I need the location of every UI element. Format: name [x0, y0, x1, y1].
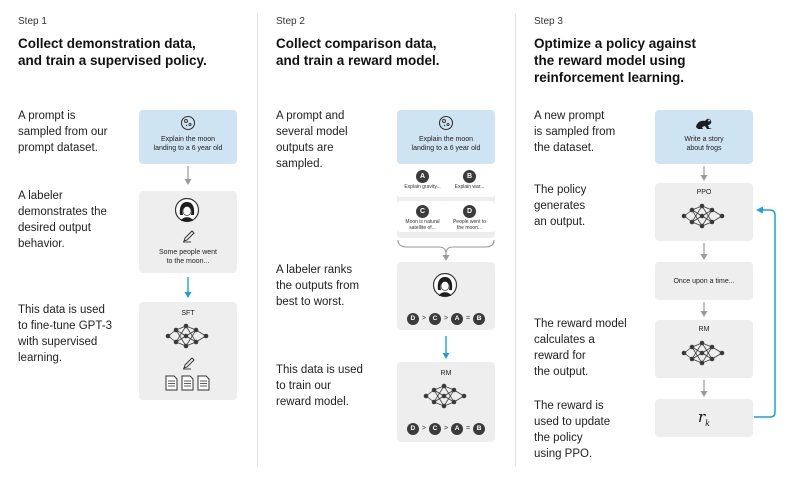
pencil-icon — [182, 230, 195, 243]
output-badge: B — [463, 170, 476, 183]
policy-update-loop-arrow — [754, 206, 776, 418]
step-1-column: Step 1 Collect demonstration data, and t… — [0, 0, 257, 479]
model-label: SFT — [181, 310, 195, 317]
model-label: RM — [440, 370, 452, 377]
reward-value: rk — [697, 408, 711, 428]
neural-network-icon — [423, 383, 467, 409]
ppo-policy-card: PPO — [655, 183, 753, 241]
flow-arrow — [184, 277, 192, 298]
step-label: Step 1 — [18, 16, 47, 27]
output-badge: D — [463, 205, 476, 218]
output-card-a: A Explain gravity... — [397, 166, 448, 197]
step-2-column: Step 2 Collect comparison data, and trai… — [258, 0, 515, 479]
flow-arrow — [700, 166, 708, 181]
policy-output-card: Once upon a time... — [655, 262, 753, 300]
ranking-card: D> C> A= B — [397, 262, 495, 330]
neural-network-icon — [681, 203, 725, 229]
document-icon — [165, 375, 178, 391]
output-badge: C — [416, 205, 429, 218]
step-title: Collect demonstration data, and train a … — [18, 36, 207, 68]
flow-arrow — [700, 380, 708, 397]
output-card-b: B Explain war... — [444, 166, 495, 197]
column-divider — [257, 14, 258, 466]
reward-card: rk — [655, 399, 753, 437]
moon-icon — [180, 115, 196, 131]
model-label: RM — [698, 326, 710, 333]
step-title: Optimize a policy against the reward mod… — [534, 36, 697, 85]
moon-icon — [438, 115, 454, 131]
pencil-icon — [182, 357, 195, 370]
neural-network-icon — [681, 340, 725, 366]
labeler-avatar-icon — [175, 198, 200, 223]
neural-network-icon — [165, 323, 209, 349]
reward-model-card: RM D> C> A= B — [397, 362, 495, 442]
policy-label: PPO — [696, 189, 712, 196]
output-text: Once upon a time... — [673, 278, 735, 285]
column-divider — [515, 14, 516, 466]
step-3-column: Step 3 Optimize a policy against the rew… — [516, 0, 788, 479]
flow-arrow — [700, 243, 708, 260]
output-badge: A — [416, 170, 429, 183]
model-outputs-card: A Explain gravity... B Explain war... C … — [397, 166, 495, 238]
merge-bracket — [397, 239, 495, 261]
ranking-order: D> C> A= B — [397, 422, 495, 435]
flow-arrow — [700, 302, 708, 317]
frog-icon — [696, 118, 712, 129]
flow-arrow — [184, 166, 192, 185]
ranking-order: D> C> A= B — [397, 312, 495, 325]
reward-model-card: RM — [655, 320, 753, 378]
document-icon — [181, 375, 194, 391]
document-icon — [197, 375, 210, 391]
step-title: Collect comparison data, and train a rew… — [276, 36, 440, 68]
step-label: Step 3 — [534, 16, 563, 27]
step-label: Step 2 — [276, 16, 305, 27]
sft-model-card: SFT — [139, 302, 237, 400]
flow-arrow — [442, 336, 450, 359]
labeler-avatar-icon — [433, 273, 458, 298]
